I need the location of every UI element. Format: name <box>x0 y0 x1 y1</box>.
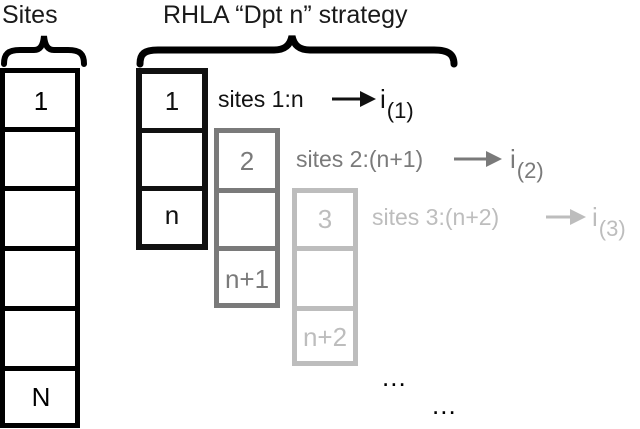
stage-1-frame <box>136 68 208 250</box>
divider <box>0 366 80 371</box>
divider <box>0 306 80 311</box>
arrow-right-icon <box>546 209 586 225</box>
site-cell-label: N <box>31 382 51 412</box>
divider <box>214 246 280 251</box>
stage-3-rule-text: sites 3:(n+2) <box>372 204 500 230</box>
sites-brace-icon <box>1 35 87 67</box>
stage-1-cell-label: 1 <box>164 86 180 116</box>
stage-1-window: 1 n <box>136 68 208 250</box>
stage-2-window: 2 n+1 <box>214 128 280 308</box>
stage-1-cell-label: n <box>164 200 180 230</box>
sites-heading: Sites <box>2 1 58 29</box>
output-subscript: (1) <box>386 98 414 123</box>
divider <box>214 188 280 193</box>
output-base: i <box>510 144 516 174</box>
stage-3-frame <box>292 188 358 366</box>
stage-3-output: i(3) <box>592 202 626 240</box>
divider <box>292 246 358 251</box>
stage-3-cell-label: n+2 <box>302 322 348 352</box>
output-subscript: (2) <box>516 158 544 183</box>
output-base: i <box>592 202 598 232</box>
stage-3-window: 3 n+2 <box>292 188 358 366</box>
sites-column: 1 N <box>0 68 82 428</box>
divider <box>0 186 80 191</box>
arrow-right-icon <box>332 91 376 107</box>
divider <box>292 306 358 311</box>
stage-2-frame <box>214 128 280 308</box>
divider <box>0 246 80 251</box>
strategy-brace-icon <box>136 35 458 68</box>
output-subscript: (3) <box>598 216 626 241</box>
divider <box>0 127 80 132</box>
divider <box>136 186 208 191</box>
ellipsis: ... <box>382 362 407 392</box>
stage-2-cell-label: 2 <box>239 146 255 176</box>
ellipsis: ... <box>432 390 457 420</box>
divider <box>136 128 208 133</box>
arrow-right-icon <box>454 151 502 167</box>
stage-2-rule-text: sites 2:(n+1) <box>296 146 424 172</box>
stage-2-output: i(2) <box>510 144 544 182</box>
output-base: i <box>380 84 386 114</box>
strategy-heading: RHLA “Dpt n” strategy <box>163 1 408 29</box>
site-cell-label: 1 <box>33 86 49 116</box>
stage-2-cell-label: n+1 <box>224 264 270 294</box>
stage-1-output: i(1) <box>380 84 414 122</box>
stage-1-rule-text: sites 1:n <box>218 86 304 112</box>
stage-3-cell-label: 3 <box>317 204 333 234</box>
